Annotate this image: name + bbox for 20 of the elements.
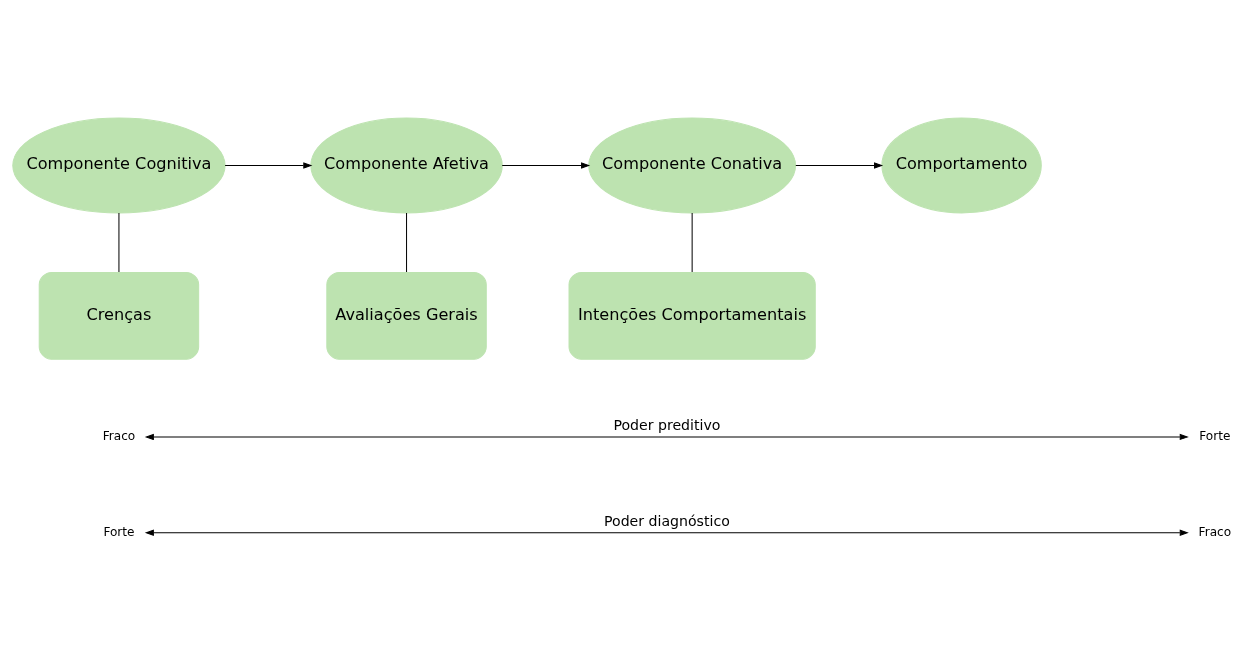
connector — [406, 212, 408, 273]
node-text: Forte — [1199, 429, 1231, 444]
node-text: Fraco — [102, 429, 136, 444]
edge-label: Poder diagnóstico — [604, 512, 730, 529]
arrow — [144, 433, 1189, 441]
arrow — [501, 162, 591, 169]
node-ellipse: Comportamento — [881, 117, 1042, 214]
arrow — [144, 529, 1189, 536]
node-box: Avaliações Gerais — [326, 271, 487, 360]
connector — [691, 212, 693, 273]
node-text: Fraco — [1198, 524, 1232, 539]
node-box: Intenções Comportamentais — [568, 271, 816, 360]
node-ellipse: Componente Cognitiva — [12, 117, 226, 214]
node-ellipse: Componente Afetiva — [310, 117, 503, 214]
node-ellipse: Componente Conativa — [588, 117, 797, 214]
node-text: Forte — [103, 524, 135, 539]
node-box: Crenças — [38, 271, 200, 360]
edge-label: Poder preditivo — [613, 417, 721, 434]
arrow — [795, 162, 884, 169]
arrow — [224, 162, 313, 169]
